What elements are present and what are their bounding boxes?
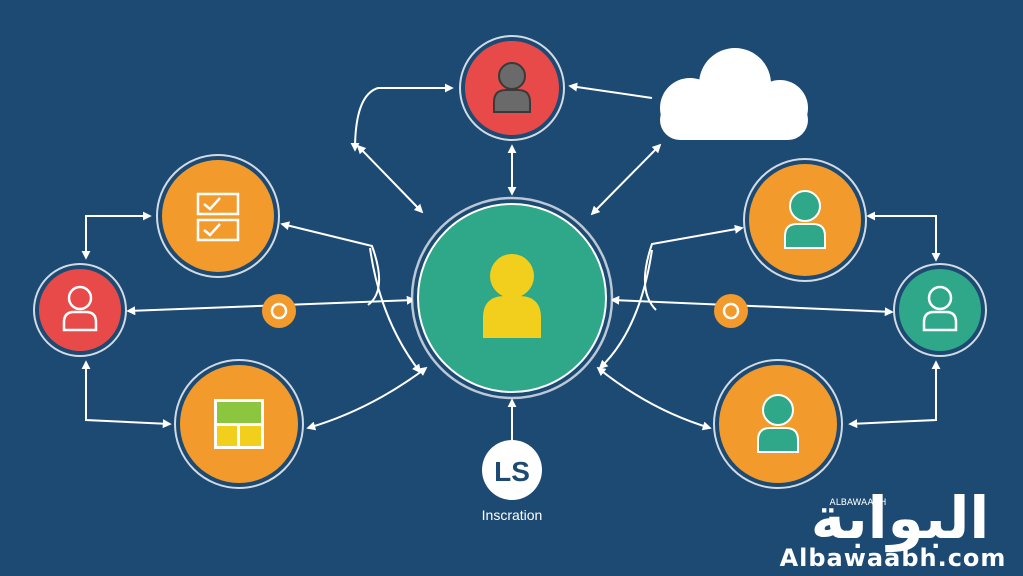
connector-top-cloud bbox=[568, 82, 653, 99]
left-person-node bbox=[33, 263, 127, 357]
logo: LS Inscration bbox=[482, 440, 543, 523]
left-connector bbox=[262, 294, 296, 328]
checklist-node bbox=[156, 154, 280, 278]
connector-right-arc bbox=[598, 249, 653, 370]
connector-grid-hub bbox=[306, 366, 428, 431]
hub-person-icon bbox=[483, 254, 541, 338]
watermark: البوابة ALBAWAABH Albawaabh.com bbox=[780, 484, 1007, 572]
person-outline-icon bbox=[922, 285, 958, 332]
grid-icon bbox=[214, 399, 264, 449]
connector-top-left-loop bbox=[350, 83, 454, 152]
right-person-node bbox=[893, 263, 987, 357]
connector-hub-rightbottom bbox=[596, 366, 712, 431]
connector-lines bbox=[81, 82, 941, 440]
watermark-latin: Albawaabh.com bbox=[780, 544, 1007, 572]
cloud-icon bbox=[660, 48, 808, 140]
ring-icon bbox=[270, 302, 288, 320]
grid-node bbox=[174, 359, 304, 489]
right-bottom-person-node bbox=[713, 359, 843, 489]
person-icon bbox=[757, 394, 799, 453]
checklist-icon bbox=[196, 192, 240, 242]
logo-mark: LS bbox=[494, 456, 530, 487]
connector-cloud-hub bbox=[590, 143, 662, 216]
right-top-person-node bbox=[743, 158, 867, 282]
connector-loop-hub bbox=[356, 144, 424, 214]
connector-checklist-left bbox=[81, 211, 152, 260]
hub-node bbox=[410, 196, 614, 400]
connector-hub-right bbox=[610, 295, 894, 317]
logo-caption: Inscration bbox=[482, 507, 543, 523]
right-connector bbox=[714, 294, 748, 328]
ring-icon bbox=[722, 302, 740, 320]
person-outline-icon bbox=[62, 285, 98, 332]
connector-left-arc bbox=[369, 247, 422, 374]
watermark-arabic: البوابة bbox=[811, 484, 990, 553]
person-icon bbox=[493, 62, 531, 113]
cloud-node bbox=[660, 48, 808, 140]
connector-righttop-right bbox=[866, 211, 941, 262]
connector-right-rightbottom bbox=[848, 360, 941, 429]
person-icon bbox=[784, 190, 826, 249]
watermark-small: ALBAWAABH bbox=[830, 498, 887, 508]
connector-left-grid bbox=[81, 360, 172, 429]
connector-checklist-hub bbox=[280, 221, 381, 306]
top-person-node bbox=[459, 35, 565, 141]
